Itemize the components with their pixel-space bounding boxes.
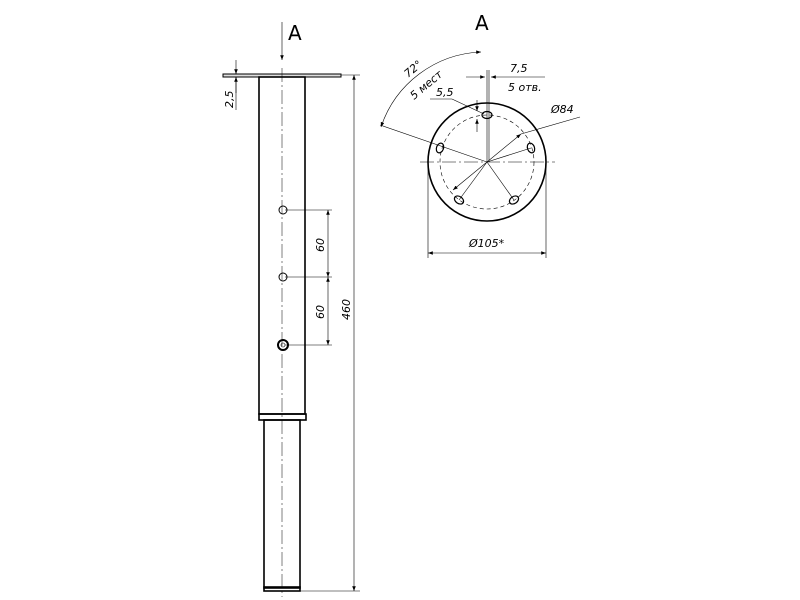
slot-hole: [526, 142, 536, 154]
dim-total-length: 460: [340, 299, 353, 320]
dim-slot-count: 5 отв.: [508, 81, 542, 94]
bolt-center: [280, 342, 286, 348]
view-label-section-a: A: [475, 11, 489, 35]
dim-slot-width: 5,5: [436, 86, 454, 99]
dim-angle: 72°: [402, 58, 425, 80]
top-view: A 72° 5 мест 7,5 5 отв. 5,5 Ø84: [379, 11, 581, 258]
side-view: A 2,5 60 60 460: [222, 21, 360, 597]
slot-hole: [481, 110, 493, 120]
slot-hole: [435, 142, 445, 154]
dim-outer-diameter: Ø105*: [468, 237, 505, 250]
dim-plate-thickness: 2,5: [223, 91, 236, 109]
dim-hole-spacing-1: 60: [314, 238, 327, 252]
dim-bolt-circle: Ø84: [550, 103, 574, 116]
dim-hole-spacing-2: 60: [314, 305, 327, 319]
collar: [258, 413, 307, 421]
slot-hole: [508, 195, 520, 205]
dim-slot-length: 7,5: [510, 62, 528, 75]
slot-hole: [453, 195, 465, 205]
view-label-a: A: [288, 21, 302, 45]
